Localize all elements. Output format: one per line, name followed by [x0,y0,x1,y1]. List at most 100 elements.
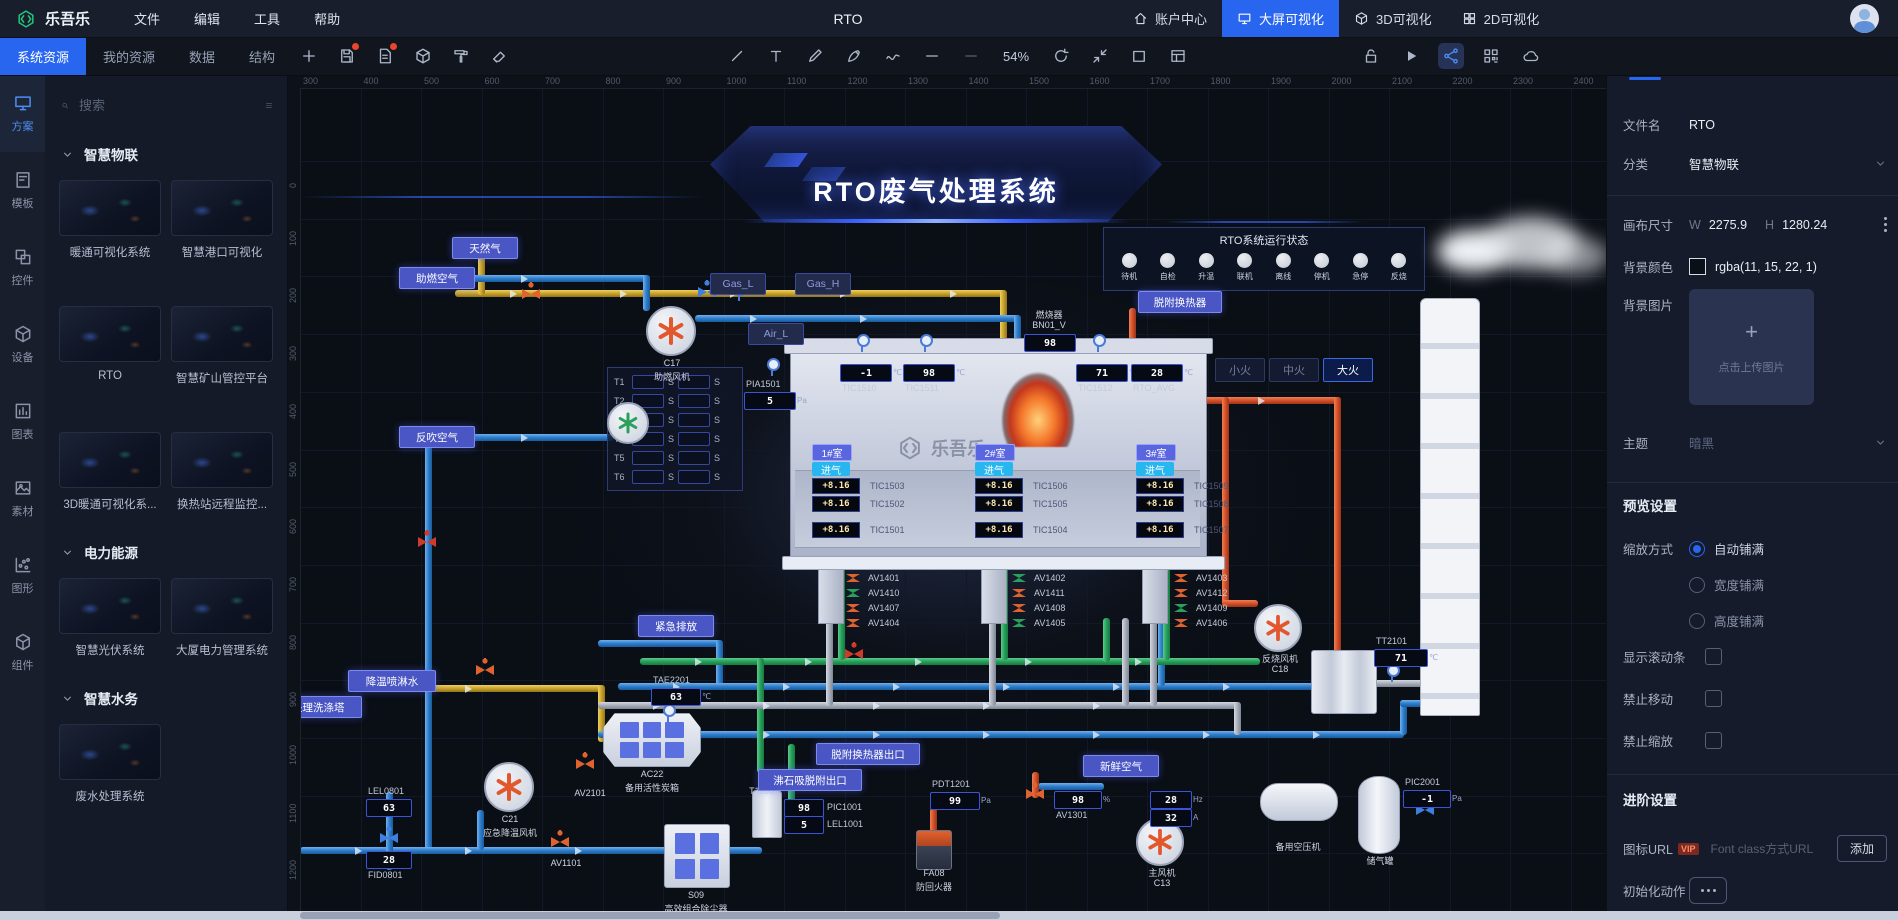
textT-button[interactable] [763,43,789,69]
resource-card[interactable]: 3D暖通可视化系... [59,432,161,512]
canvas-tag-8[interactable]: 预处理洗涤塔 [287,696,362,718]
chamber-name-1[interactable]: 2#室 [975,444,1015,461]
readout-RTO_AVG[interactable]: 28 [1131,364,1183,382]
sidebar-item-2[interactable]: 控件 [0,229,45,306]
valve-icon[interactable] [843,642,865,669]
share-button[interactable] [1438,43,1464,69]
status-item-6[interactable]: 急停 [1352,253,1368,282]
nav-monitor[interactable]: 大屏可视化 [1222,0,1340,37]
resource-tab-0[interactable]: 系统资源 [0,37,87,75]
size-more-menu[interactable] [1884,217,1887,232]
pipe-blue[interactable] [598,731,1404,738]
status-item-7[interactable]: 反烧 [1391,253,1407,282]
pipe-yellow[interactable] [410,685,602,692]
sidebar-item-1[interactable]: 模板 [0,152,45,229]
status-item-2[interactable]: 升温 [1198,253,1214,282]
pipe-blue[interactable] [1400,700,1428,707]
resource-card[interactable]: RTO [59,306,161,386]
chamber-inlet-1[interactable]: 进气 [975,462,1013,477]
furnace-value[interactable]: +8.16 [1136,522,1184,538]
readout-LEL1001[interactable]: 5 [784,816,824,834]
dust-collector-S09[interactable] [664,824,730,888]
pipe-orange[interactable] [1222,397,1229,607]
readout-Hz[interactable]: 28 [1150,791,1192,809]
add-button[interactable]: 添加 [1836,835,1887,862]
valve-icon[interactable] [416,530,438,557]
bg-color-value[interactable]: rgba(11, 15, 22, 1) [1715,259,1817,274]
pipe-yellow[interactable] [598,685,605,742]
pipe-blue[interactable] [300,847,762,854]
readout-AV1301[interactable]: 98 [1054,791,1102,809]
scale-option-1[interactable]: 宽度铺满 [1689,575,1764,594]
pipe-gray[interactable] [1374,680,1424,687]
activated-carbon-box-AC22[interactable] [603,713,701,767]
menu-item-1[interactable]: 编辑 [194,12,221,27]
readout-BN01_V[interactable]: 98 [1024,334,1076,352]
resource-card[interactable]: 废水处理系统 [59,724,161,804]
canvas-tag-7[interactable]: 降温喷淋水 [348,670,436,692]
user-avatar[interactable] [1850,4,1879,33]
furnace-value[interactable]: +8.16 [1136,478,1184,494]
menu-item-0[interactable]: 文件 [134,12,161,27]
air-storage-tank[interactable] [1358,776,1400,854]
pen-button[interactable] [841,43,867,69]
furnace-value[interactable]: +8.16 [975,496,1023,512]
rect-button[interactable] [1126,43,1152,69]
toggle-checkbox-2[interactable] [1705,732,1722,749]
backup-air-compressor-tank[interactable] [1260,783,1338,821]
dashlight-button[interactable] [958,43,984,69]
eraser-button[interactable] [486,43,512,69]
title-banner[interactable] [710,126,1162,222]
scrollbar-thumb[interactable] [300,912,1000,919]
readout-FID0801[interactable]: 28 [366,851,412,869]
furnace-value[interactable]: +8.16 [812,478,860,494]
menu-item-3[interactable]: 帮助 [314,12,341,27]
burnback-fan-C18[interactable] [1254,604,1302,652]
save-button[interactable] [334,43,360,69]
sidebar-item-4[interactable]: 图表 [0,383,45,460]
pipe-orange[interactable] [1203,397,1341,404]
width-input[interactable]: 2275.9 [1708,217,1748,232]
readout-TIC1511[interactable]: 98 [903,364,955,382]
chamber-inlet-2[interactable]: 进气 [1136,462,1174,477]
pipe-blue[interactable] [618,683,1315,690]
readout-PIC1001[interactable]: 98 [784,799,824,817]
sidebar-item-6[interactable]: 图形 [0,537,45,614]
dash-button[interactable] [919,43,945,69]
pipe-blue[interactable] [425,440,432,852]
heat-exchanger[interactable] [1311,650,1377,714]
section-header-1[interactable]: 电力能源 [61,542,271,562]
resource-card[interactable]: 暖通可视化系统 [59,180,161,260]
canvas-tag-11[interactable]: 沸石吸脱附出口 [758,769,862,791]
refresh-button[interactable] [1048,43,1074,69]
furnace-value[interactable]: +8.16 [975,522,1023,538]
section-header-2[interactable]: 智慧水务 [61,688,271,708]
resource-tab-3[interactable]: 结构 [249,49,276,65]
valve-icon[interactable] [1024,782,1046,809]
furnace-value[interactable]: +8.16 [1136,496,1184,512]
canvas-tag-3[interactable]: Gas_H [795,273,851,295]
pipe-green[interactable] [1103,618,1110,662]
nav-cube[interactable]: 3D可视化 [1339,0,1447,37]
cooling-fan-C21[interactable] [484,762,534,812]
furnace-value[interactable]: +8.16 [975,478,1023,494]
resource-card[interactable]: 智慧矿山管控平台 [171,306,273,386]
diagram-title[interactable]: RTO废气处理系统 [813,177,1059,207]
chevron-down-icon[interactable] [1874,157,1887,170]
sidebar-item-7[interactable]: 组件 [0,614,45,691]
fire-mode-button-2[interactable]: 大火 [1323,358,1373,382]
readout-TT2101[interactable]: 71 [1374,649,1428,667]
status-item-0[interactable]: 待机 [1121,253,1137,282]
readout-PIC2001[interactable]: -1 [1403,790,1451,808]
purge-fan[interactable] [607,402,649,444]
play-button[interactable] [1398,43,1424,69]
pipe-orange[interactable] [930,808,937,834]
theme-select[interactable]: 暗黑 [1689,437,1715,451]
pipe-blue[interactable] [466,434,614,441]
valve-icon[interactable] [549,830,571,857]
resource-card[interactable]: 智慧港口可视化 [171,180,273,260]
pipe-gray[interactable] [1122,618,1129,706]
pencil-button[interactable] [802,43,828,69]
sidebar-item-0[interactable]: 方案 [0,75,45,152]
device-T11001[interactable] [752,790,782,838]
